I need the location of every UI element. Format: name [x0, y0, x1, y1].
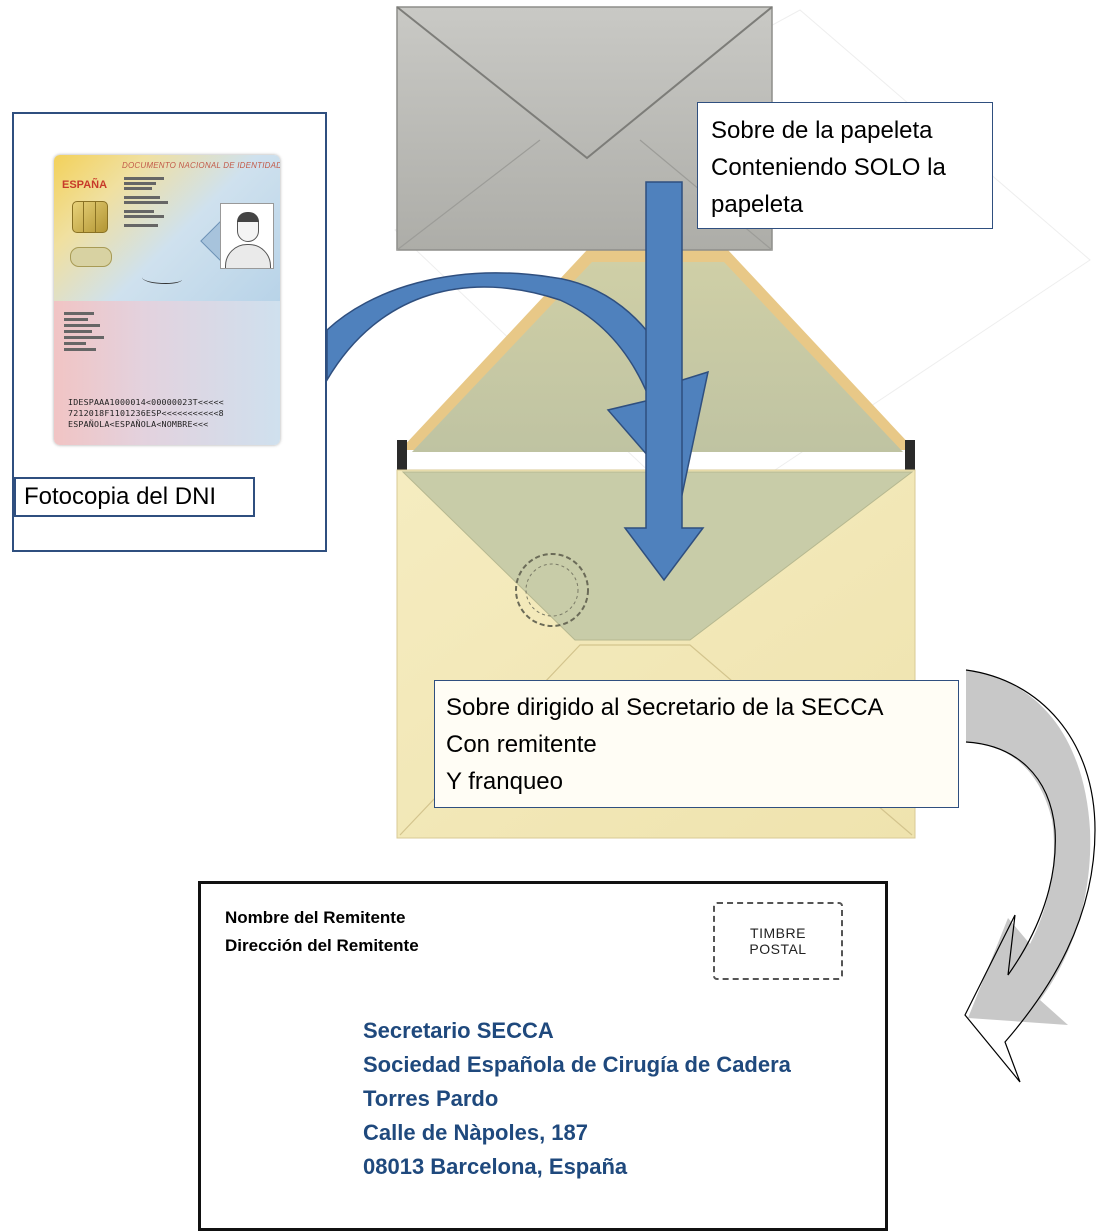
curved-gray-arrow-outline — [964, 669, 1096, 1083]
recipient-line: 08013 Barcelona, España — [363, 1154, 628, 1179]
dni-mrz-line: IDESPAAA1000014<00000023T<<<<< — [68, 397, 224, 407]
dni-card: DOCUMENTO NACIONAL DE IDENTIDAD ESPAÑA — [54, 155, 280, 445]
postmark-stamp — [515, 553, 589, 627]
ballot-caption-line: Sobre de la papeleta — [711, 117, 933, 144]
ballot-caption-line: papeleta — [711, 191, 804, 218]
down-blue-arrow — [623, 181, 705, 582]
dni-card-front: DOCUMENTO NACIONAL DE IDENTIDAD ESPAÑA — [54, 155, 280, 301]
dni-photocopy-panel: DOCUMENTO NACIONAL DE IDENTIDAD ESPAÑA — [12, 112, 327, 552]
curved-gray-arrow — [966, 670, 1091, 1025]
postage-stamp-icon: TIMBRE POSTAL — [713, 902, 843, 980]
main-envelope-inside-left — [397, 440, 407, 480]
signature-icon — [142, 273, 182, 284]
hologram-icon — [70, 247, 112, 267]
chip-icon — [72, 201, 108, 233]
dni-card-header: DOCUMENTO NACIONAL DE IDENTIDAD — [122, 161, 280, 170]
dni-card-country: ESPAÑA — [62, 179, 108, 191]
main-caption-line: Con remitente — [446, 731, 597, 758]
portrait-photo-icon — [220, 203, 274, 269]
postmark-inner — [525, 563, 579, 617]
dni-card-back: IDESPAAA1000014<00000023T<<<<< 7212018F1… — [54, 301, 280, 445]
stamp-line: POSTAL — [749, 941, 807, 957]
dni-field-lines — [124, 175, 168, 229]
dni-mrz-line: 7212018F1101236ESP<<<<<<<<<<<8 — [68, 408, 224, 418]
sender-address: Dirección del Remitente — [225, 936, 419, 955]
stamp-line: TIMBRE — [750, 925, 806, 941]
main-caption-line: Sobre dirigido al Secretario de la SECCA — [446, 694, 884, 721]
ballot-envelope-caption: Sobre de la papeleta Conteniendo SOLO la… — [697, 102, 993, 229]
address-envelope: Nombre del Remitente Dirección del Remit… — [198, 881, 888, 1231]
main-envelope-caption: Sobre dirigido al Secretario de la SECCA… — [434, 680, 959, 808]
main-envelope-inside-right — [905, 440, 915, 480]
dni-caption: Fotocopia del DNI — [14, 477, 255, 517]
recipient-line: Torres Pardo — [363, 1086, 499, 1111]
dni-mrz-block: IDESPAAA1000014<00000023T<<<<< 7212018F1… — [68, 397, 278, 430]
recipient-line: Calle de Nàpoles, 187 — [363, 1120, 588, 1145]
recipient-line: Sociedad Española de Cirugía de Cadera — [363, 1052, 791, 1077]
curved-blue-arrow — [326, 272, 709, 497]
sender-name: Nombre del Remitente — [225, 908, 406, 927]
dni-mrz-line: ESPAÑOLA<ESPAÑOLA<NOMBRE<<< — [68, 419, 209, 429]
recipient-line: Secretario SECCA — [363, 1018, 554, 1043]
recipient-block: Secretario SECCA Sociedad Española de Ci… — [363, 1014, 791, 1184]
dni-back-field-lines — [64, 309, 104, 354]
sender-block: Nombre del Remitente Dirección del Remit… — [225, 904, 419, 960]
ballot-envelope-flap — [396, 6, 773, 160]
main-caption-line: Y franqueo — [446, 768, 563, 795]
ballot-envelope-fold — [396, 139, 541, 251]
ballot-caption-line: Conteniendo SOLO la — [711, 154, 946, 181]
